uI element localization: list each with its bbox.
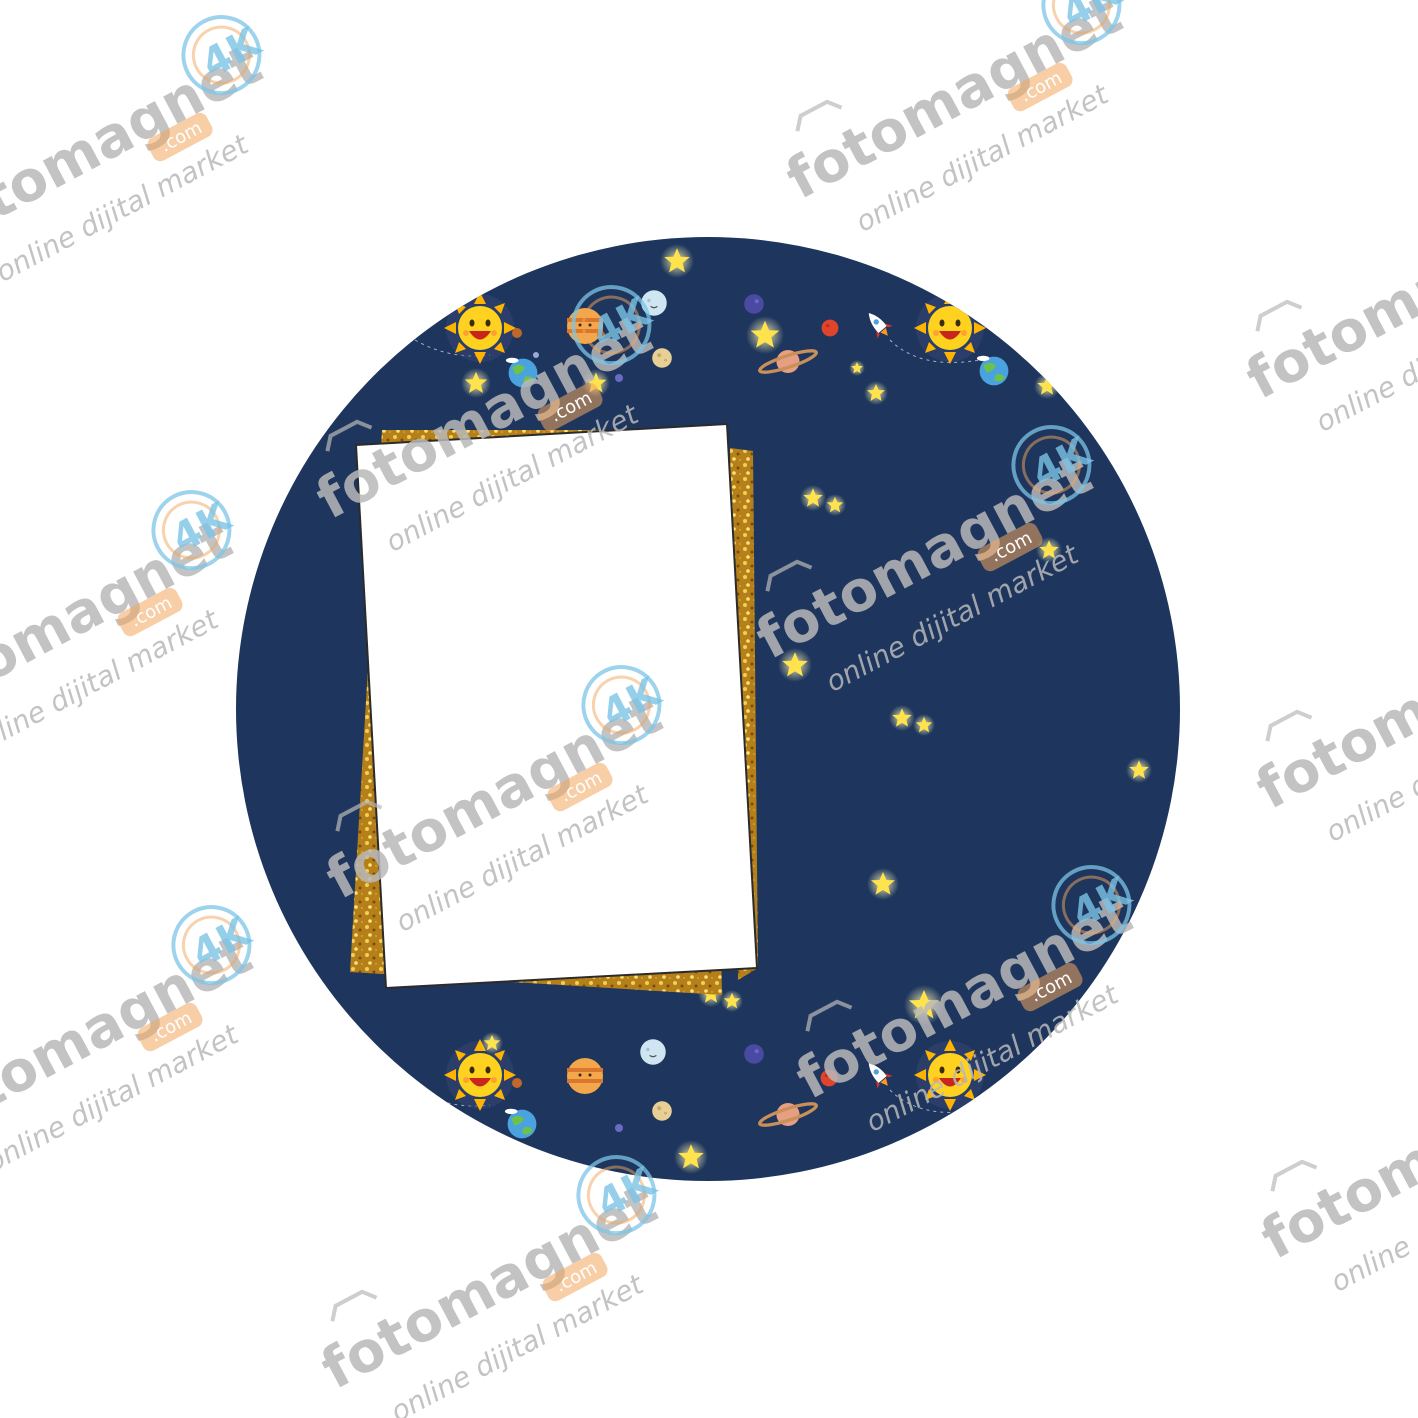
- mars-icon: [820, 1069, 838, 1087]
- star-icon: [674, 1140, 708, 1174]
- star-icon: [481, 1032, 503, 1054]
- moon-icon: [640, 289, 668, 317]
- star-icon: [778, 648, 812, 682]
- planet-dot: [615, 1124, 623, 1132]
- venus-icon: [652, 348, 672, 368]
- star-icon: [889, 705, 915, 731]
- mars-icon: [821, 319, 839, 337]
- venus-icon: [652, 1101, 672, 1121]
- planet-dot: [615, 374, 623, 382]
- planet-dot: [512, 328, 522, 338]
- star-icon: [660, 244, 694, 278]
- purple-planet-icon: [744, 1044, 764, 1064]
- jupiter-icon: [567, 308, 603, 344]
- star-icon: [1036, 537, 1062, 563]
- photo-frame[interactable]: [354, 422, 759, 990]
- star-icon: [867, 868, 899, 900]
- star-icon: [904, 985, 944, 1025]
- star-icon: [800, 485, 826, 511]
- star-icon: [913, 714, 935, 736]
- star-icon: [461, 368, 491, 398]
- star-icon: [582, 369, 610, 397]
- planet-dot: [512, 1078, 522, 1088]
- planet-dot: [533, 352, 539, 358]
- star-icon: [864, 381, 888, 405]
- purple-planet-icon: [744, 294, 764, 314]
- orbit-path: [889, 339, 981, 363]
- jupiter-icon: [567, 1058, 603, 1094]
- star-icon: [746, 316, 784, 354]
- moon-icon: [639, 1038, 667, 1066]
- star-icon: [1034, 373, 1060, 399]
- star-icon: [849, 360, 865, 376]
- planet-dot: [597, 331, 605, 339]
- star-icon: [824, 494, 846, 516]
- star-icon: [721, 990, 743, 1012]
- star-icon: [1126, 757, 1152, 783]
